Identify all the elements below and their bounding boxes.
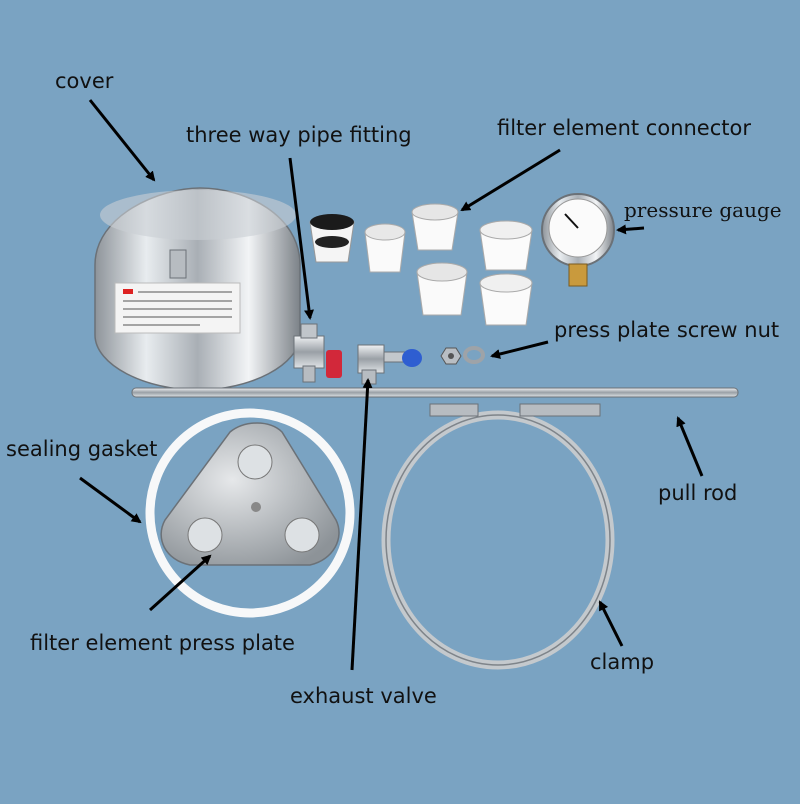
three-way-pipe-fitting-label: three way pipe fitting [186, 123, 412, 147]
exhaust-valve-label: exhaust valve [290, 684, 437, 708]
sealing-gasket-label: sealing gasket [6, 437, 158, 461]
clamp-part [381, 403, 615, 670]
exhaust-valve-part [357, 344, 422, 385]
clamp-label: clamp [590, 650, 655, 674]
press-plate-screw-nut-part [440, 346, 485, 365]
press-plate-screw-nut-label: press plate screw nut [554, 318, 780, 342]
filter-element-press-plate-part [160, 422, 340, 566]
filter-element-connector-parts [309, 203, 533, 326]
cover-label: cover [55, 69, 114, 93]
label-arrows [79, 99, 704, 671]
pull-rod-part [131, 387, 739, 398]
pressure-gauge-part [541, 193, 615, 287]
three-way-pipe-fitting-part [293, 323, 342, 383]
sealing-gasket-part [145, 408, 355, 618]
pressure-gauge-label: pressure gauge [624, 198, 782, 222]
filter-element-press-plate-label: filter element press plate [30, 631, 295, 655]
pull-rod-label: pull rod [658, 481, 738, 505]
cover-part [94, 187, 301, 391]
filter-element-connector-label: filter element connector [497, 116, 751, 140]
